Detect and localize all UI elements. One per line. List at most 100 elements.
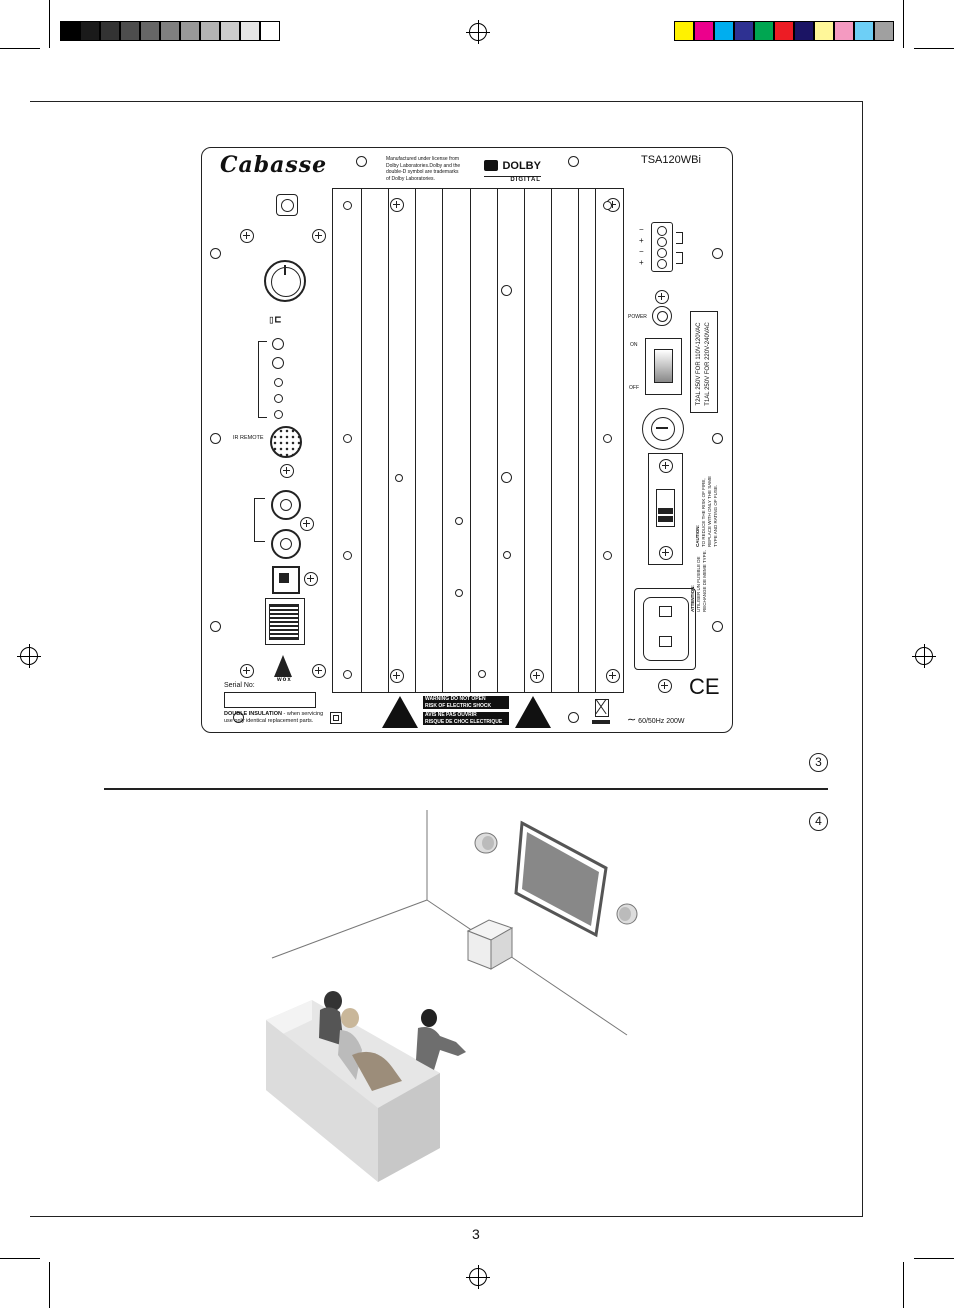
speaker-output-terminal[interactable]: [651, 222, 673, 272]
calibration-swatch: [734, 21, 754, 41]
calibration-swatch: [80, 21, 100, 41]
brand-logo: Cabasse: [220, 152, 328, 178]
fuse-rating-label: T2AL 250V FOR 110V-120VAC T1AL 250V FOR …: [690, 311, 718, 413]
power-label: POWER: [628, 314, 647, 320]
calibration-swatch: [714, 21, 734, 41]
status-led: [272, 338, 284, 350]
tv-screen: [514, 820, 608, 938]
heatsink: [332, 188, 624, 693]
rca-input-left[interactable]: [271, 490, 301, 520]
led-bracket: [258, 341, 267, 418]
wox-logo-icon: [274, 655, 292, 677]
fuse-holder[interactable]: [642, 408, 684, 450]
speaker-polarity-labels: − + − +: [639, 225, 644, 267]
satellite-speaker-right: [616, 903, 638, 925]
double-insulation-icon: [330, 712, 342, 724]
calibration-swatch: [200, 21, 220, 41]
couch: [266, 1000, 440, 1182]
weee-bin-icon: [592, 696, 610, 726]
serial-label: Serial No:: [224, 682, 255, 689]
dolby-double-d-icon: [484, 160, 498, 172]
heatsink-screw: [390, 198, 404, 212]
frame-bottom-line: [30, 1216, 863, 1217]
mains-inlet[interactable]: [634, 588, 696, 670]
panel-screw: [356, 156, 367, 167]
off-label: OFF: [629, 385, 639, 391]
satellite-speaker-left: [474, 832, 498, 854]
heatsink-screw: [606, 669, 620, 683]
frame-right-line: [862, 101, 863, 1217]
registration-mark-top: [466, 20, 490, 44]
calibration-swatch: [814, 21, 834, 41]
power-led: [652, 306, 672, 326]
electric-shock-warning-icon: [382, 696, 418, 728]
panel-screw: [312, 664, 326, 678]
subwoofer-cube: [466, 919, 514, 970]
room-floor-edge-left: [271, 899, 428, 959]
status-led: [274, 410, 283, 419]
figure-divider: [104, 788, 828, 790]
warning-label: WARNING DO NOT OPEN RISK OF ELECTRIC SHO…: [423, 696, 509, 725]
calibration-swatch: [60, 21, 80, 41]
calibration-swatch: [160, 21, 180, 41]
calibration-swatch: [100, 21, 120, 41]
panel-screw: [568, 156, 579, 167]
ethernet-port[interactable]: [265, 598, 305, 645]
panel-screw: [712, 621, 723, 632]
panel-screw: [568, 712, 579, 723]
calibration-swatch: [674, 21, 694, 41]
panel-screw: [658, 679, 672, 693]
calibration-swatch: [240, 21, 260, 41]
ac-wave-icon: ∼: [627, 714, 637, 726]
panel-screw: [240, 229, 254, 243]
on-label: ON: [630, 342, 638, 348]
status-led: [272, 357, 284, 369]
panel-screw: [655, 290, 669, 304]
hex-nut: [276, 194, 298, 216]
voltage-selector[interactable]: [648, 453, 683, 565]
heatsink-screw: [530, 669, 544, 683]
volume-knob[interactable]: [264, 260, 306, 302]
calibration-swatch: [854, 21, 874, 41]
calibration-swatch: [774, 21, 794, 41]
calibration-swatch: [120, 21, 140, 41]
calibration-swatch: [874, 21, 894, 41]
polarity-bracket: [676, 232, 683, 244]
input-selector-icon: ▯⊏: [268, 313, 282, 326]
ir-remote-connector[interactable]: [270, 426, 302, 458]
calibration-swatch: [694, 21, 714, 41]
calibration-swatch: [834, 21, 854, 41]
people-watching: [319, 991, 466, 1091]
registration-mark-right: [912, 644, 936, 668]
polarity-bracket: [676, 252, 683, 264]
panel-screw: [210, 621, 221, 632]
rca-input-right[interactable]: [271, 529, 301, 559]
panel-screw: [712, 433, 723, 444]
ce-mark: CE: [689, 674, 720, 699]
calibration-swatch: [260, 21, 280, 41]
panel-screw: [233, 712, 244, 723]
calibration-swatch: [794, 21, 814, 41]
power-switch[interactable]: [645, 338, 682, 395]
room-floor-edge-right: [426, 899, 628, 1036]
status-led: [274, 378, 283, 387]
panel-screw: [240, 664, 254, 678]
frame-top-line: [30, 101, 863, 102]
panel-screw: [280, 464, 294, 478]
double-insulation-text: DOUBLE INSULATION - when servicing use o…: [224, 711, 324, 724]
wox-logo: wox: [277, 677, 292, 683]
panel-screw: [210, 433, 221, 444]
model-number: TSA120WBi: [641, 154, 701, 166]
page-number: 3: [472, 1226, 480, 1242]
figure-number-3: 3: [809, 753, 828, 772]
dolby-logo: DOLBY DIGITAL: [484, 157, 541, 183]
panel-screw: [210, 248, 221, 259]
calibration-swatch: [754, 21, 774, 41]
optical-input[interactable]: [272, 566, 300, 594]
registration-mark-left: [17, 644, 41, 668]
calibration-swatch: [180, 21, 200, 41]
serial-field: [224, 692, 316, 708]
calibration-swatch: [140, 21, 160, 41]
ir-remote-label: IR REMOTE: [233, 435, 264, 441]
figure-number-4: 4: [809, 812, 828, 831]
